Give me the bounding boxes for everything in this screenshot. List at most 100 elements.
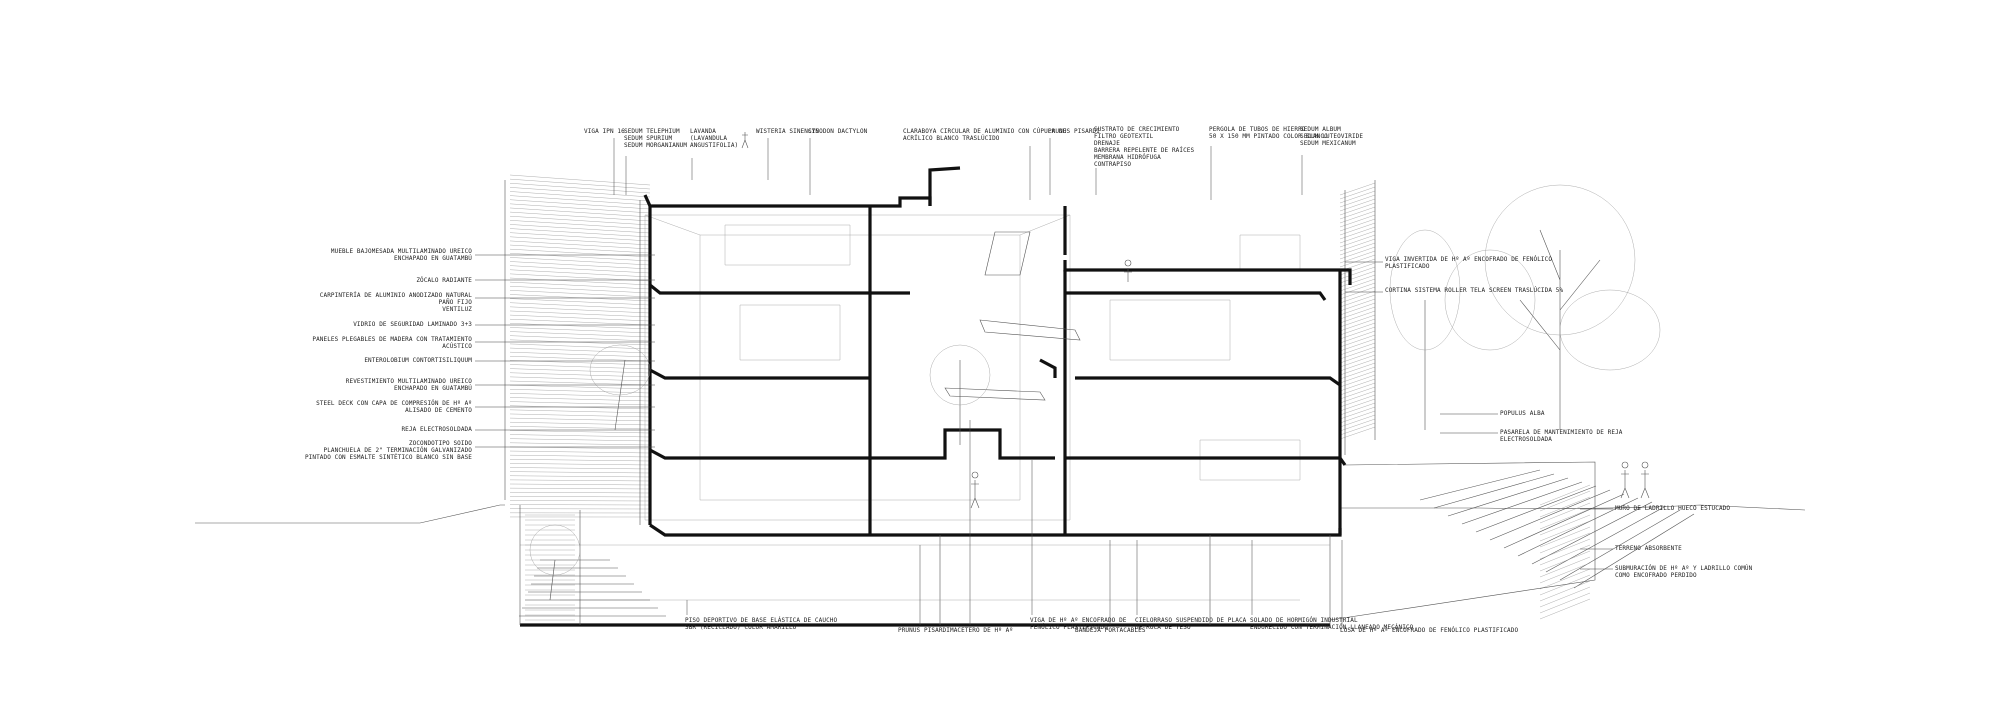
bottom-label: SOLADO DE HORMIGÓN INDUSTRIALENDURECIDO … — [1250, 540, 1414, 631]
tree-right-large — [1445, 185, 1660, 430]
level1-slab-left — [650, 430, 1055, 458]
annotation-line: REVESTIMIENTO MULTILAMINADO UREICO — [346, 378, 473, 385]
left-label: ENTEROLOBIUM CONTORTISILIQUUM — [364, 357, 655, 364]
tree-courtyard — [530, 525, 580, 600]
annotation-line: DE ROCA DE YESO — [1135, 624, 1191, 631]
people-figures — [742, 132, 1649, 508]
annotation-line: PAÑO FIJO — [439, 299, 473, 306]
annotation-line: SBR (RECICLADO) COLOR AMARILLO — [685, 624, 797, 631]
annotation-line: ACRÍLICO BLANCO TRASLÚCIDO — [903, 134, 1000, 142]
annotation-line: SEDUM MEXICANUM — [1300, 140, 1356, 147]
annotation-line: SEDUM SPURIUM — [624, 135, 673, 142]
annotation-line: SEDUM ALBUM — [1300, 126, 1341, 133]
atrium-bridges — [945, 232, 1080, 400]
annotation-line: CORTINA SISTEMA ROLLER TELA SCREEN TRASL… — [1385, 287, 1563, 294]
stair-top — [1040, 360, 1055, 378]
annotation-line: VENTILUZ — [442, 306, 472, 313]
annotation-line: PERGOLA DE TUBOS DE HIERRO — [1209, 126, 1306, 133]
annotation-line: MUEBLE BAJOMESADA MULTILAMINADO UREICO — [331, 248, 472, 255]
annotation-line: PINTADO CON ESMALTE SINTÉTICO BLANCO SIN… — [305, 453, 472, 461]
roof-slab-right — [1065, 260, 1350, 285]
annotation-line: MEMBRANA HIDRÓFUGA — [1094, 154, 1161, 161]
annotation-line: REJA ELECTROSOLDADA — [401, 426, 472, 433]
annotation-line: CONTRAPISO — [1094, 161, 1131, 168]
tree-illustrations — [530, 185, 1660, 600]
annotation-line: BARRERA REPELENTE DE RAÍCES — [1094, 146, 1195, 154]
annotation-line: COMO ENCOFRADO PERDIDO — [1615, 572, 1697, 579]
annotation-line: STEEL DECK CON CAPA DE COMPRESIÓN DE Hº … — [316, 400, 472, 407]
left-label: ZÓCALO RADIANTE — [416, 277, 655, 284]
left-annotations: MUEBLE BAJOMESADA MULTILAMINADO UREICOEN… — [305, 248, 655, 461]
annotation-line: ACÚSTICO — [442, 343, 472, 350]
bottom-annotations: PISO DEPORTIVO DE BASE ELÁSTICA DE CAUCH… — [685, 420, 1518, 634]
top-label: CYNODON DACTYLON — [808, 128, 868, 195]
annotation-line: ELECTROSOLDADA — [1500, 436, 1552, 443]
right-label: TERRENO ABSORBENTE — [1580, 545, 1682, 552]
roof-skylight-left — [930, 168, 960, 206]
top-label: PRUNUS PISARDI — [1048, 128, 1100, 195]
annotation-line: POPULUS ALBA — [1500, 410, 1545, 417]
right-annotations: VIGA INVERTIDA DE Hº Aº ENCOFRADO DE FEN… — [1345, 256, 1753, 579]
right-label: VIGA INVERTIDA DE Hº Aº ENCOFRADO DE FEN… — [1345, 256, 1552, 270]
annotation-line: VIGA INVERTIDA DE Hº Aº ENCOFRADO DE FEN… — [1385, 256, 1552, 263]
right-label: CORTINA SISTEMA ROLLER TELA SCREEN TRASL… — [1345, 287, 1563, 294]
annotation-line: FILTRO GEOTEXTIL — [1094, 133, 1154, 140]
left-label: VIDRIO DE SEGURIDAD LAMINADO 3+3 — [353, 321, 655, 328]
annotation-line: ENTEROLOBIUM CONTORTISILIQUUM — [364, 357, 472, 364]
annotation-line: TERRENO ABSORBENTE — [1615, 545, 1682, 552]
annotation-line: MURO DE LADRILLO HUECO ESTUCADO — [1615, 505, 1730, 512]
annotation-line: PISO DEPORTIVO DE BASE ELÁSTICA DE CAUCH… — [685, 617, 837, 624]
annotation-line: ANGUSTIFOLIA) — [690, 142, 738, 149]
annotation-line: VIGA DE Hº Aº ENCOFRADO DE — [1030, 617, 1127, 624]
annotation-line: PRUNUS PISARDI — [1048, 128, 1100, 135]
annotation-line: VIGA IPN 16 — [584, 128, 625, 135]
left-label: CARPINTERÍA DE ALUMINIO ANODIZADO NATURA… — [320, 291, 655, 313]
left-label: MUEBLE BAJOMESADA MULTILAMINADO UREICOEN… — [331, 248, 655, 262]
annotation-line: PLANCHUELA DE 2" TERMINACIÓN GALVANIZADO — [324, 447, 473, 454]
annotation-line: PLASTIFICADO — [1385, 263, 1430, 270]
annotation-line: MACETERO DE Hº Aº — [950, 627, 1013, 634]
left-courtyard — [519, 505, 666, 625]
annotation-line: CLARABOYA CIRCULAR DE ALUMINIO CON CÚPUL… — [903, 128, 1067, 135]
ground-slab — [650, 525, 1340, 535]
annotation-line: ZÓCALO RADIANTE — [416, 277, 472, 284]
left-label: REVESTIMIENTO MULTILAMINADO UREICOENCHAP… — [346, 378, 655, 392]
annotation-line: VIDRIO DE SEGURIDAD LAMINADO 3+3 — [353, 321, 472, 328]
left-label: REJA ELECTROSOLDADA — [401, 426, 655, 433]
interior-perspective — [645, 215, 1300, 520]
annotation-line: SEDUM TELEPHIUM — [624, 128, 680, 135]
top-label: CLARABOYA CIRCULAR DE ALUMINIO CON CÚPUL… — [903, 128, 1067, 200]
level3-slab-right — [1065, 293, 1325, 300]
annotation-line: LOSA DE Hº Aº ENCOFRADO DE FENÓLICO PLAS… — [1340, 627, 1518, 634]
annotation-line: PASARELA DE MANTENIMIENTO DE REJA — [1500, 429, 1623, 436]
bottom-label: MACETERO DE Hº Aº — [950, 420, 1013, 634]
annotation-line: (LAVANDULA — [690, 135, 727, 142]
annotation-line: SUBMURACIÓN DE Hº Aº Y LADRILLO COMÚN — [1615, 565, 1753, 572]
annotation-line: CARPINTERÍA DE ALUMINIO ANODIZADO NATURA… — [320, 291, 472, 299]
annotation-line: SEDUM MORGANIANUM — [624, 142, 687, 149]
annotation-line: ZOCONDOTIPO SOIDO — [409, 440, 472, 447]
right-label: SUBMURACIÓN DE Hº Aº Y LADRILLO COMÚNCOM… — [1580, 565, 1753, 579]
right-label: PASARELA DE MANTENIMIENTO DE REJAELECTRO… — [1440, 429, 1623, 443]
annotation-line: PANELES PLEGABLES DE MADERA CON TRATAMIE… — [312, 336, 472, 343]
level2-slab-left — [650, 370, 870, 378]
bottom-label: PRUNUS PISARDI — [898, 545, 950, 634]
right-facade-louvers — [1340, 180, 1375, 455]
annotation-line: ENCHAPADO EN GUATAMBÚ — [394, 255, 472, 262]
level2-slab-right — [1075, 378, 1340, 385]
annotation-line: CIELORRASO SUSPENDIDO DE PLACA — [1135, 617, 1247, 624]
right-sunken-garden — [1330, 462, 1694, 620]
roof-slab-left — [645, 195, 930, 206]
annotation-line: ENCHAPADO EN GUATAMBÚ — [394, 385, 472, 392]
left-label: PANELES PLEGABLES DE MADERA CON TRATAMIE… — [312, 336, 655, 350]
level1-slab-right — [1065, 458, 1345, 465]
annotation-line: LAVANDA — [690, 128, 716, 135]
left-facade-louvers — [505, 175, 650, 525]
